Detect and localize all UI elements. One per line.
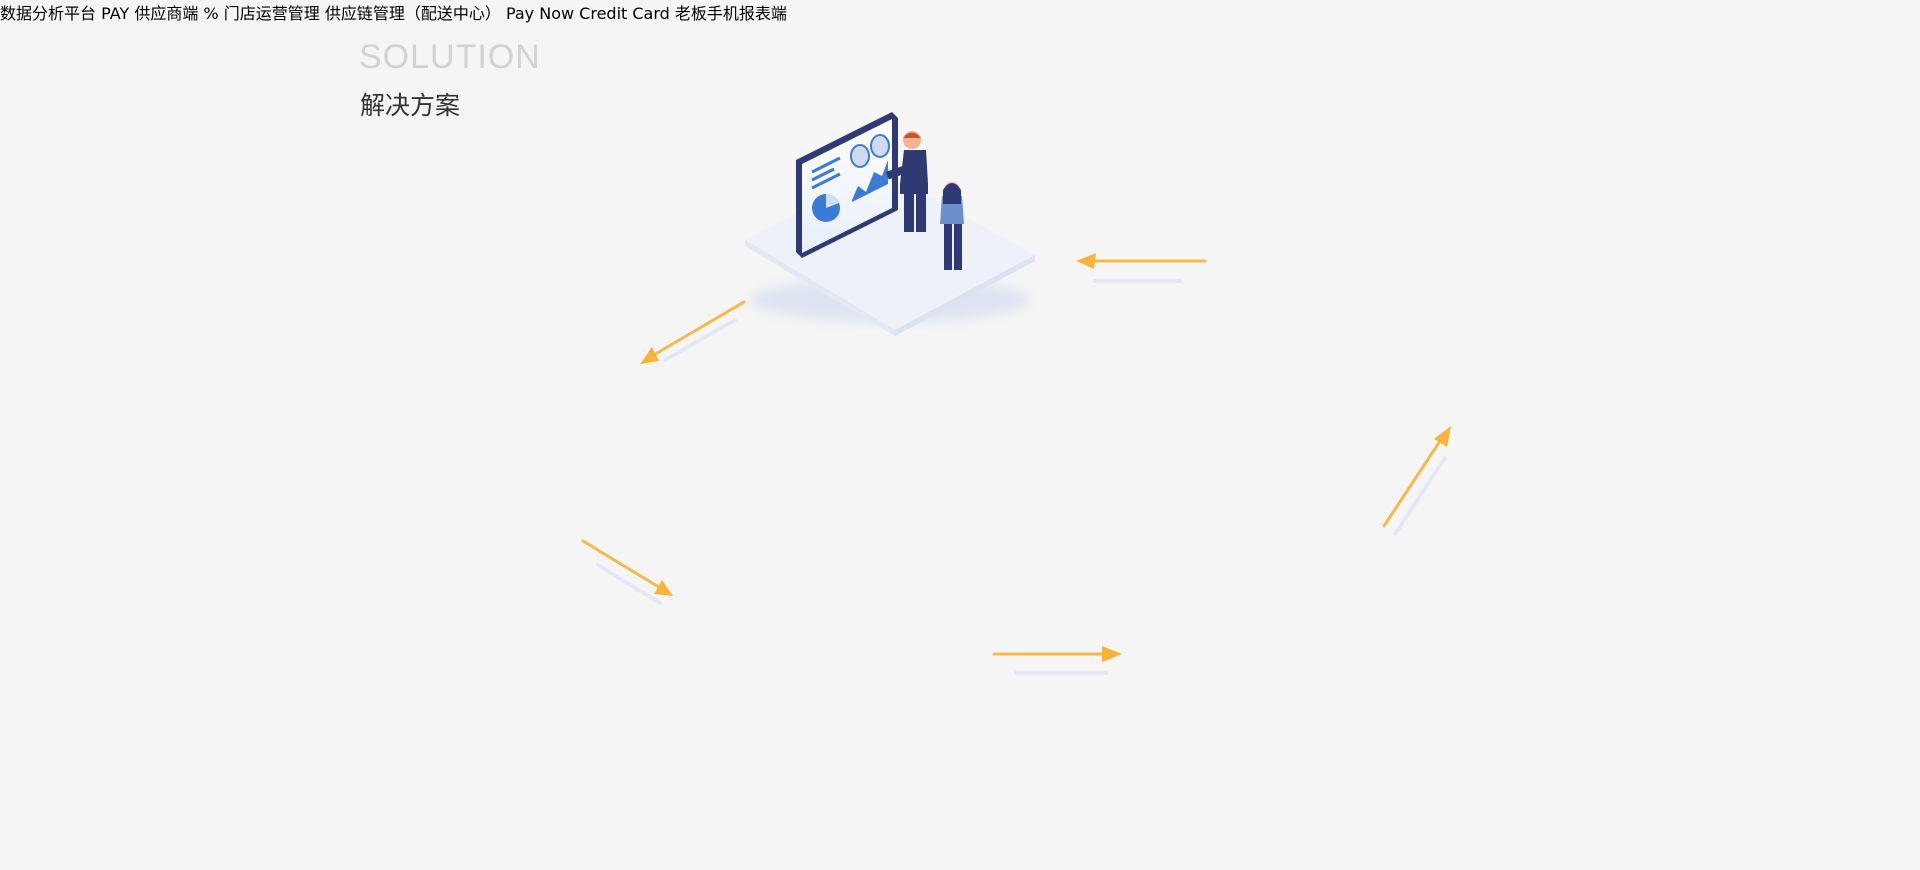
flow-arrow-supplier-to-platform xyxy=(1076,253,1207,283)
pay-tag-text: PAY xyxy=(101,4,130,23)
store-ops-illustration: % xyxy=(203,4,223,23)
pay-now-text: Pay Now xyxy=(505,4,575,23)
supplier-illustration: PAY xyxy=(101,4,134,23)
data-platform-illustration xyxy=(745,112,1035,336)
node-label-boss-mobile[interactable]: 老板手机报表端 xyxy=(674,4,787,23)
flow-arrow-supplychain-to-boss xyxy=(992,646,1122,675)
credit-card-text: Credit Card xyxy=(579,4,670,23)
node-label-store-ops[interactable]: 门店运营管理 xyxy=(223,4,320,23)
node-label-data-platform[interactable]: 数据分析平台 xyxy=(0,4,97,23)
percent-tag-text: % xyxy=(203,4,219,23)
flow-arrow-platform-to-store xyxy=(640,300,746,364)
node-label-supply-chain[interactable]: 供应链管理（配送中心） xyxy=(324,4,501,23)
section-title-zh: 解决方案 xyxy=(360,91,461,120)
boss-mobile-illustration: Pay Now Credit Card xyxy=(506,4,675,23)
flow-arrow-boss-to-supplier xyxy=(1382,426,1451,536)
node-label-supplier[interactable]: 供应商端 xyxy=(134,4,199,23)
flow-arrow-store-to-supplychain xyxy=(581,539,673,605)
section-title-en: SOLUTION xyxy=(359,38,541,76)
